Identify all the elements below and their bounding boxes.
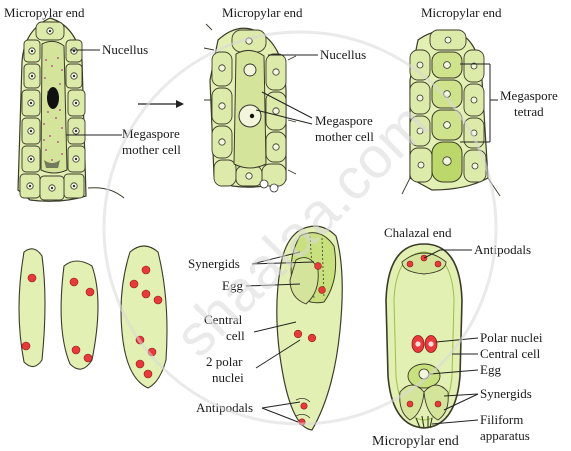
p3-tetrad-label-2: tetrad	[514, 104, 544, 119]
p6-micropylar-label: Micropylar end	[372, 434, 459, 449]
panel-mature-embryo-sac: Chalazal end Antipodals Polar nuclei Cen…	[372, 225, 543, 449]
panel-megaspore-tetrad: Micropylar end Megaspore tetrad	[401, 5, 558, 197]
p2-nucellus-label: Nucellus	[320, 47, 366, 62]
p2-micropylar-label: Micropylar end	[222, 5, 303, 20]
p5-central-label-2: cell	[226, 328, 245, 343]
p6-central-label: Central cell	[480, 346, 541, 361]
p1-nucellus-label: Nucellus	[102, 42, 148, 57]
p6-egg-label: Egg	[480, 362, 501, 377]
panel-nucellus-mmc: Micropylar end Nucellus Megaspore mother…	[4, 5, 181, 202]
p6-polar-label: Polar nuclei	[480, 330, 543, 345]
p5-polar-label-2: nuclei	[212, 370, 244, 385]
p1-mmc-label-2: mother cell	[122, 142, 181, 157]
mmc-speckles	[43, 57, 63, 161]
p5-synergids-label: Synergids	[188, 256, 240, 271]
p5-central-label-1: Central	[204, 312, 243, 327]
p3-micropylar-label: Micropylar end	[421, 5, 502, 20]
p2-mmc-label-2: mother cell	[315, 129, 374, 144]
polar-nuclei	[411, 335, 438, 353]
mmc-nucleus	[47, 87, 59, 109]
antipodal-cells	[401, 252, 447, 275]
four-nucleate-sac	[60, 260, 99, 370]
p2-mmc-label-1: Megaspore	[315, 113, 373, 128]
p5-polar-label-1: 2 polar	[206, 354, 243, 369]
p6-filiform-label-2: apparatus	[480, 428, 530, 443]
panel-nucleate-stages	[18, 245, 168, 389]
progression-arrow	[138, 100, 184, 108]
p6-filiform-label-1: Filiform	[480, 412, 523, 427]
p6-synergids-label: Synergids	[480, 386, 532, 401]
egg-cell	[289, 257, 319, 305]
two-nucleate-sac	[18, 248, 46, 368]
panel-organised-sac: Synergids Egg Central cell 2 polar nucle…	[188, 225, 343, 431]
p6-chalazal-label: Chalazal end	[384, 225, 452, 240]
p1-micropylar-label: Micropylar end	[4, 5, 85, 20]
p5-egg-label: Egg	[222, 278, 243, 293]
p1-mmc-label-1: Megaspore	[122, 126, 180, 141]
p6-antipodals-label: Antipodals	[474, 242, 531, 257]
p3-tetrad-label-1: Megaspore	[500, 88, 558, 103]
filiform-apparatus	[415, 415, 433, 429]
